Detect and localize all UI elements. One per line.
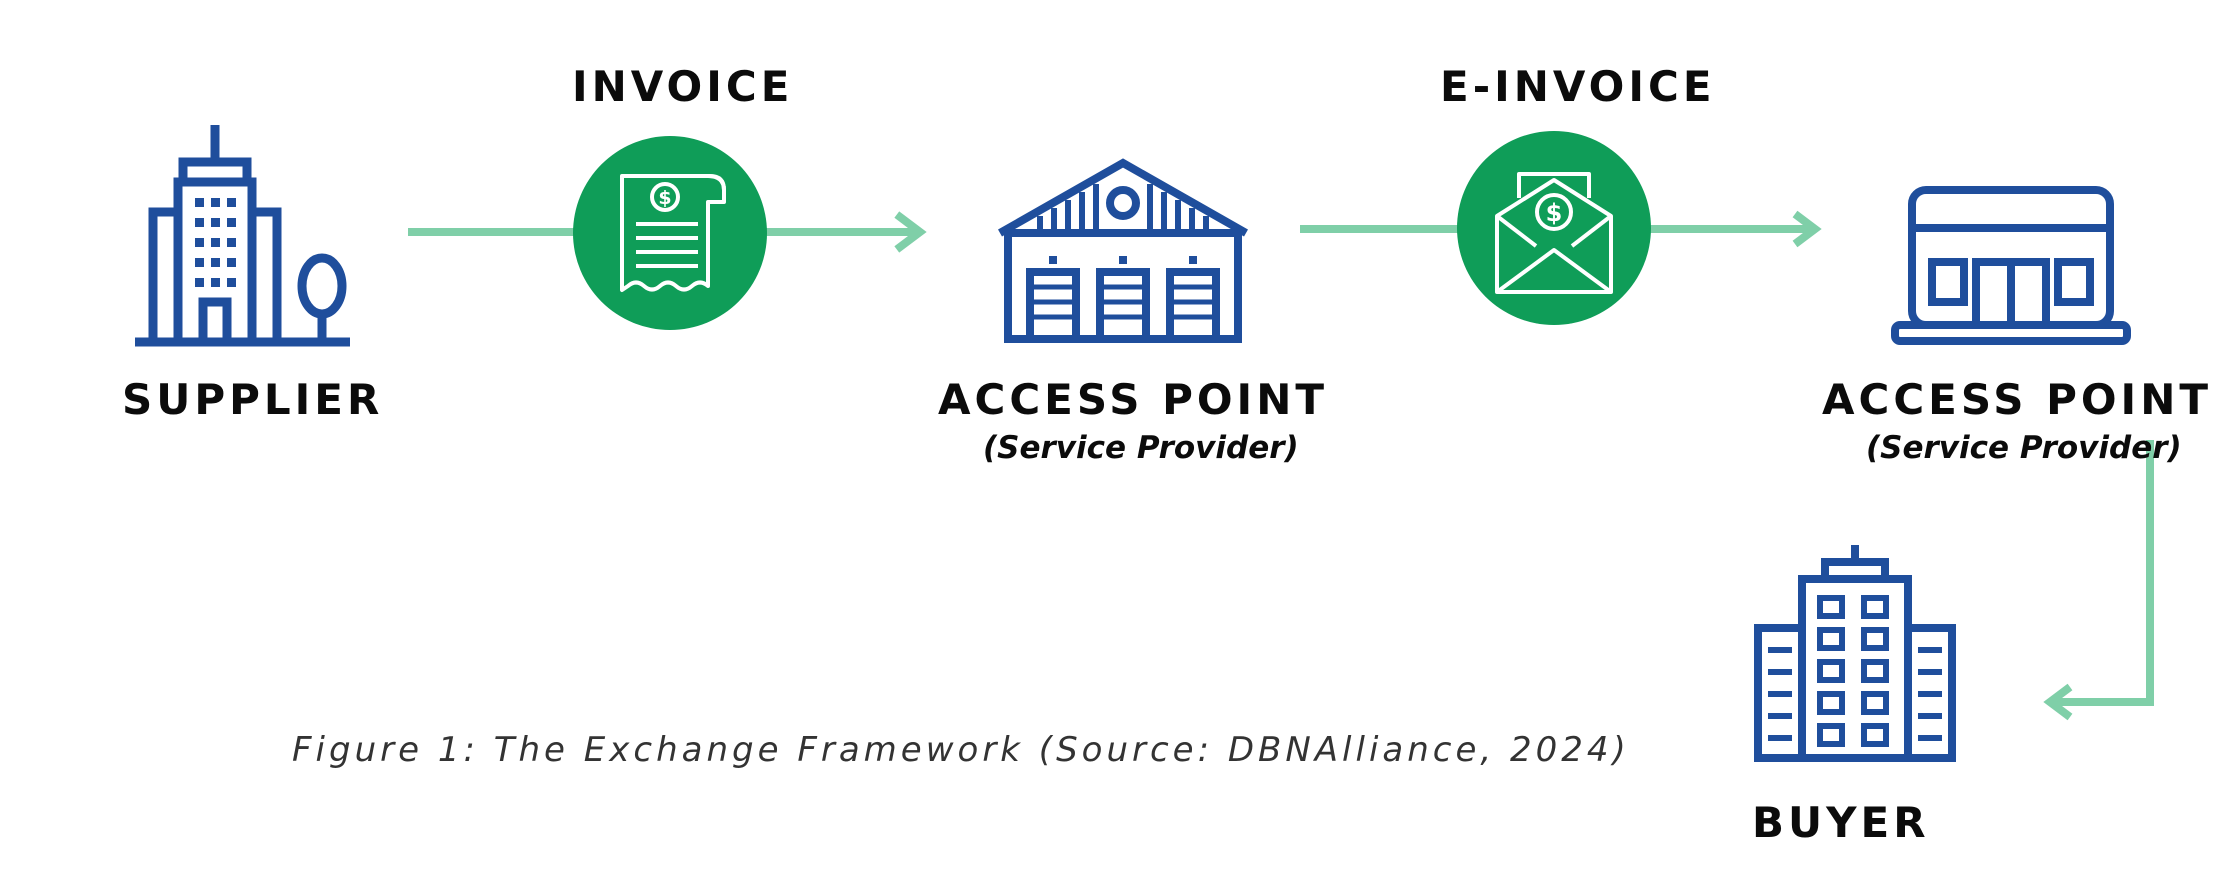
access-point-1-title: ACCESS POINT [938,375,1328,424]
access-point-1-subtitle: (Service Provider) [983,430,1299,466]
buyer-title: BUYER [1752,798,1930,847]
receipt-dollar-icon: $ [620,174,726,292]
arrow-access-point-to-buyer [2043,440,2154,721]
invoice-label: INVOICE [572,62,794,111]
access-point-2-subtitle: (Service Provider) [1866,430,2182,466]
svg-text:$: $ [658,187,671,209]
e-invoice-label: E-INVOICE [1440,62,1716,111]
e-invoice-badge: $ [1457,131,1651,325]
svg-text:$: $ [1546,199,1563,227]
storefront-icon [1891,186,2131,345]
office-tower-icon [1754,545,1956,762]
warehouse-icon [998,158,1248,343]
invoice-badge: $ [573,136,767,330]
access-point-2-title: ACCESS POINT [1822,375,2212,424]
office-building-with-tree-icon [135,125,350,347]
supplier-title: SUPPLIER [122,375,384,424]
figure-caption: Figure 1: The Exchange Framework (Source… [292,730,1630,770]
envelope-dollar-icon: $ [1495,172,1613,294]
